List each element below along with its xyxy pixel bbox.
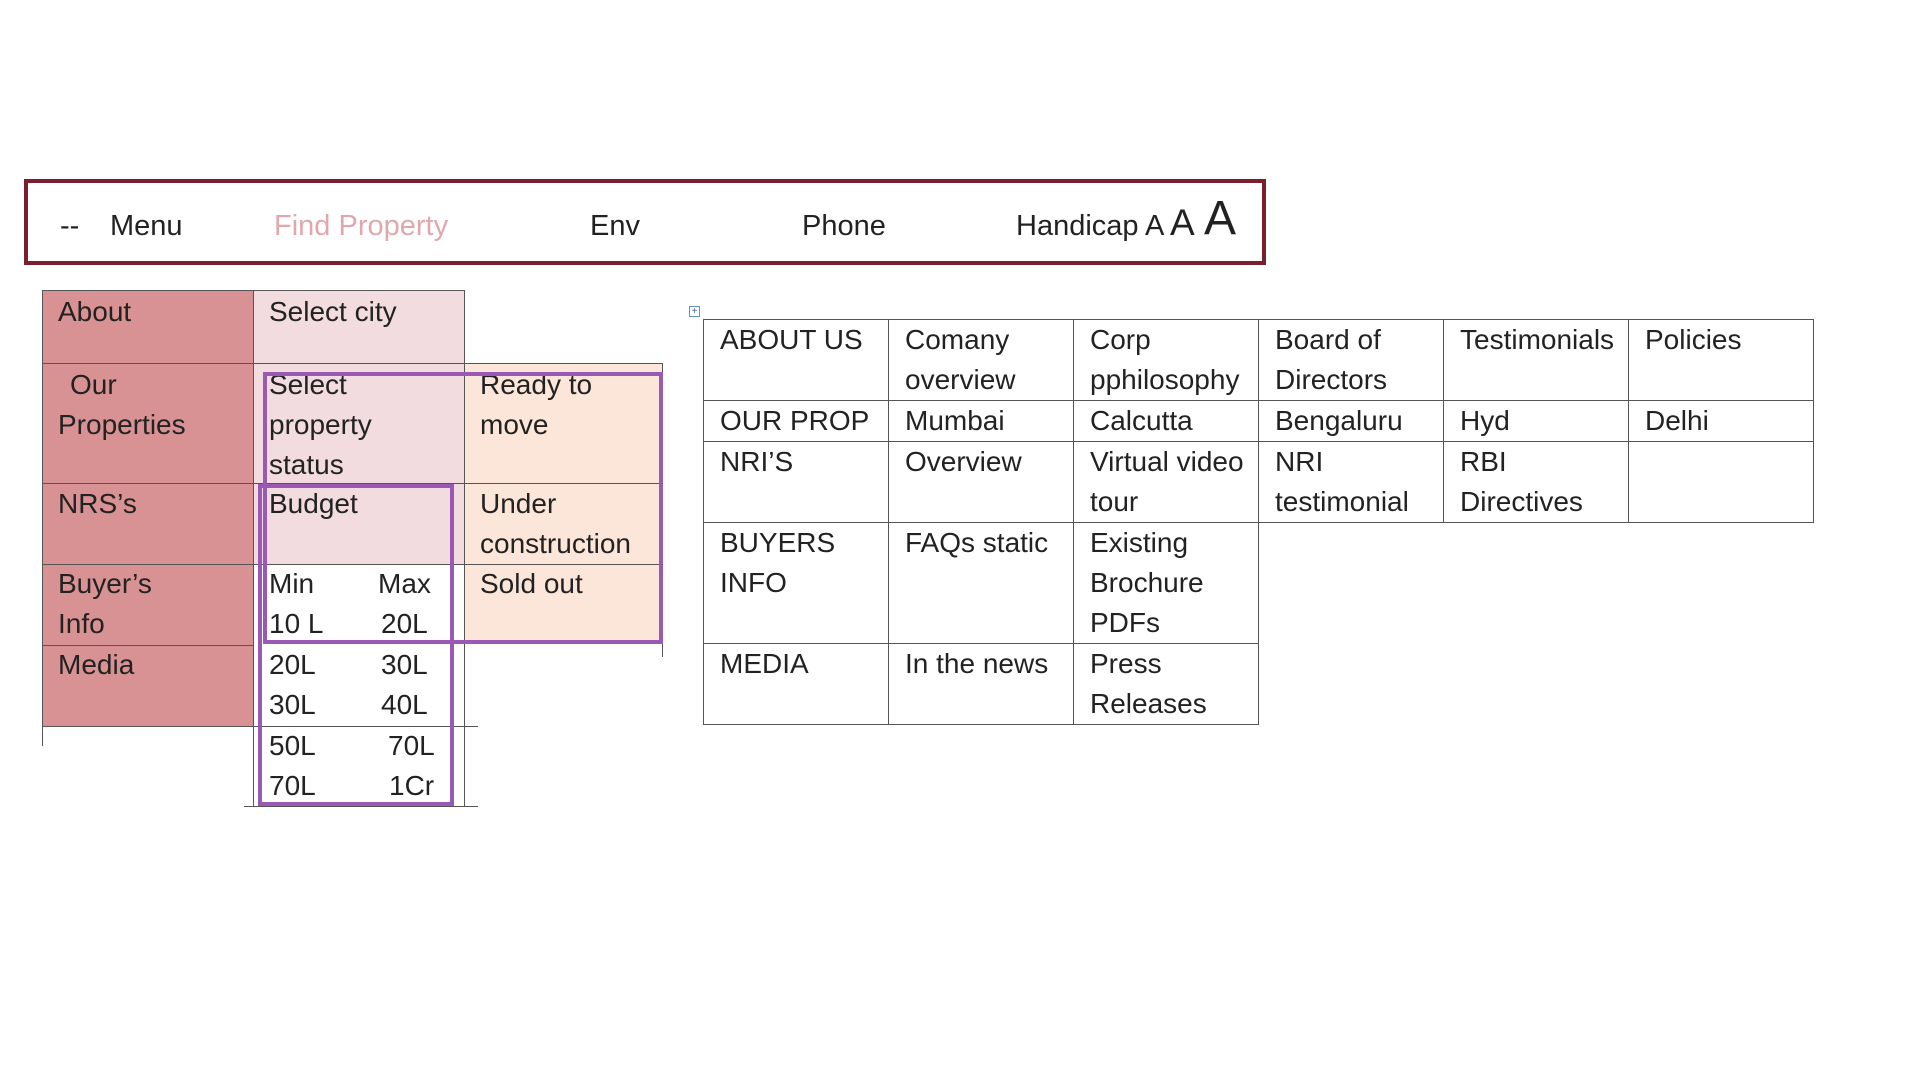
sitemap-section-our-prop[interactable]: OUR PROP [703,400,889,442]
category-column-bg [42,290,253,726]
sitemap-link-press-releases[interactable]: Press Releases [1073,643,1259,725]
select-city-bg [253,290,464,363]
sitemap-link-company-overview[interactable]: Comany overview [888,319,1074,401]
sitemap-link-calcutta[interactable]: Calcutta [1073,400,1259,442]
sitemap-row: MEDIA In the news Press Releases [703,643,1814,725]
budget-dropdown[interactable]: Budget [269,488,358,519]
budget-min-value[interactable]: 20L [269,649,316,680]
nav-menu[interactable]: Menu [110,210,183,242]
sitemap-table: ABOUT US Comany overview Corp pphilosoph… [703,319,1814,725]
nav-find-property[interactable]: Find Property [274,210,449,242]
sitemap-section-media[interactable]: MEDIA [703,643,889,725]
category-our-properties[interactable]: Our Properties [58,369,186,440]
blank-cell [1629,523,1814,644]
sitemap-row: OUR PROP Mumbai Calcutta Bengaluru Hyd D… [703,400,1814,442]
category-buyers-info[interactable]: Buyer’s Info [58,568,152,639]
sitemap-section-nris[interactable]: NRI’S [703,441,889,523]
sitemap-link-delhi[interactable]: Delhi [1628,400,1814,442]
sitemap-link-mumbai[interactable]: Mumbai [888,400,1074,442]
top-nav-bar: -- Menu Find Property Env Phone Handicap… [24,179,1266,265]
status-sold-out[interactable]: Sold out [480,568,583,599]
sitemap-link-corp-philosophy[interactable]: Corp pphilosophy [1073,319,1259,401]
sitemap-section-about-us[interactable]: ABOUT US [703,319,889,401]
select-property-status-dropdown[interactable]: Select property status [269,369,372,480]
budget-min-value[interactable]: 10 L [269,608,324,639]
nav-dash: -- [60,210,80,242]
sitemap-link-faqs-static[interactable]: FAQs static [888,522,1074,644]
grid-line [42,290,43,746]
sitemap-empty-cell [1628,441,1814,523]
budget-max-value[interactable]: 20L [381,608,428,639]
sitemap-link-policies[interactable]: Policies [1628,319,1814,401]
budget-max-value[interactable]: 40L [381,689,428,720]
sitemap-link-rbi-directives[interactable]: RBI Directives [1443,441,1629,523]
budget-min-header: Min [269,568,315,599]
sitemap-row: BUYERS INFO FAQs static Existing Brochur… [703,522,1814,644]
category-about[interactable]: About [58,296,132,327]
budget-max-value[interactable]: 1Cr [389,770,435,801]
blank-cell [1444,523,1629,644]
nav-phone[interactable]: Phone [802,210,886,242]
budget-max-header: Max [378,568,431,599]
sitemap-section-buyers-info[interactable]: BUYERS INFO [703,522,889,644]
grid-line [464,290,465,806]
grid-line [253,290,254,806]
grid-line [42,483,662,484]
select-status-bg [253,363,464,483]
grid-line [244,806,478,807]
status-highlight-outline [263,372,663,644]
sitemap-link-nri-testimonial[interactable]: NRI testimonial [1258,441,1444,523]
budget-bg [253,483,464,564]
sitemap-link-hyd[interactable]: Hyd [1443,400,1629,442]
budget-min-value[interactable]: 70L [269,770,316,801]
blank-cell [1444,644,1629,725]
font-size-large-button[interactable]: A [1204,192,1237,245]
grid-line [42,645,253,646]
sitemap-link-virtual-video-tour[interactable]: Virtual video tour [1073,441,1259,523]
select-city-dropdown[interactable]: Select city [269,296,397,327]
sitemap-link-board-of-directors[interactable]: Board of Directors [1258,319,1444,401]
sitemap-link-testimonials[interactable]: Testimonials [1443,319,1629,401]
sitemap-row: ABOUT US Comany overview Corp pphilosoph… [703,319,1814,401]
nav-handicap[interactable]: Handicap A [1016,210,1165,242]
category-media[interactable]: Media [58,649,135,680]
status-column-bg [464,363,662,642]
nav-env[interactable]: Env [590,210,640,242]
category-nrs[interactable]: NRS’s [58,488,137,519]
sitemap-link-bengaluru[interactable]: Bengaluru [1258,400,1444,442]
status-under-construction[interactable]: Under construction [480,488,631,559]
sitemap-row: NRI’S Overview Virtual video tour NRI te… [703,441,1814,523]
budget-min-value[interactable]: 30L [269,689,316,720]
budget-max-value[interactable]: 30L [381,649,428,680]
budget-highlight-outline [258,484,454,806]
grid-line [42,564,662,565]
sitemap-link-existing-brochure-pdfs[interactable]: Existing Brochure PDFs [1073,522,1259,644]
sitemap-link-overview[interactable]: Overview [888,441,1074,523]
budget-max-value[interactable]: 70L [388,730,435,761]
blank-cell [1259,523,1444,644]
budget-min-value[interactable]: 50L [269,730,316,761]
grid-line [42,363,662,364]
blank-cell [1629,644,1814,725]
blank-cell [1259,644,1444,725]
sitemap-link-in-the-news[interactable]: In the news [888,643,1074,725]
font-size-medium-button[interactable]: A [1170,202,1195,243]
table-move-handle-icon[interactable]: + [689,306,700,317]
